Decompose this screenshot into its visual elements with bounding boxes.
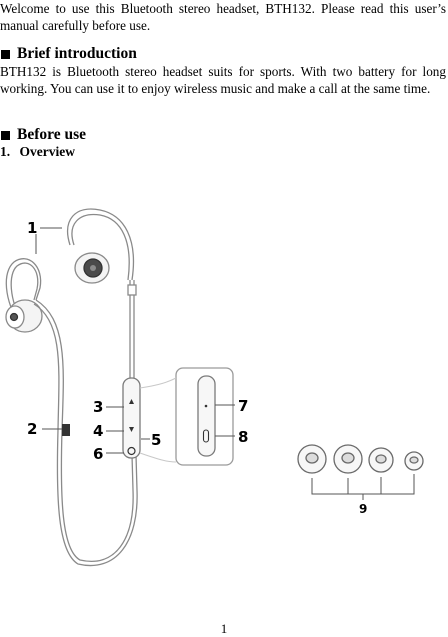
heading-before-use: Before use <box>0 126 86 144</box>
left-earbud <box>5 258 43 333</box>
headset-overview-diagram: 1 2 3 4 5 6 7 8 9 <box>5 208 424 567</box>
ear-tips <box>297 444 424 474</box>
right-earbud <box>67 208 135 284</box>
microphone-icon <box>204 404 208 408</box>
square-bullet-icon <box>1 130 10 140</box>
callout-8: 8 <box>238 428 248 446</box>
subheading-number: 1. <box>0 144 11 159</box>
remote-control <box>122 377 141 459</box>
callout-7: 7 <box>238 397 248 415</box>
subheading-overview-text: Overview <box>19 144 75 159</box>
page-number: 1 <box>220 621 228 636</box>
remote-detail-inset <box>139 367 234 466</box>
cable-clip <box>62 424 70 436</box>
headset-cable <box>33 280 138 567</box>
callout-5: 5 <box>151 431 161 449</box>
intro-paragraph: Welcome to use this Bluetooth stereo hea… <box>0 1 446 33</box>
volume-down-icon <box>129 427 134 432</box>
callout-1: 1 <box>27 219 37 237</box>
callout-9: 9 <box>359 502 367 516</box>
multi-function-button-icon <box>127 446 136 456</box>
callout-2: 2 <box>27 420 37 438</box>
heading-brief-introduction: Brief introduction <box>0 45 137 63</box>
square-bullet-icon <box>1 49 10 59</box>
callout-3: 3 <box>93 398 103 416</box>
callout-leader-lines <box>35 227 415 500</box>
brief-introduction-paragraph: BTH132 is Bluetooth stereo headset suits… <box>0 64 446 96</box>
callout-6: 6 <box>93 445 103 463</box>
heading-brief-introduction-text: Brief introduction <box>17 45 137 62</box>
subheading-overview: 1. Overview <box>0 143 75 160</box>
heading-before-use-text: Before use <box>17 126 87 143</box>
callout-4: 4 <box>93 422 103 440</box>
volume-up-icon <box>129 399 134 404</box>
charging-port-icon <box>202 429 210 443</box>
